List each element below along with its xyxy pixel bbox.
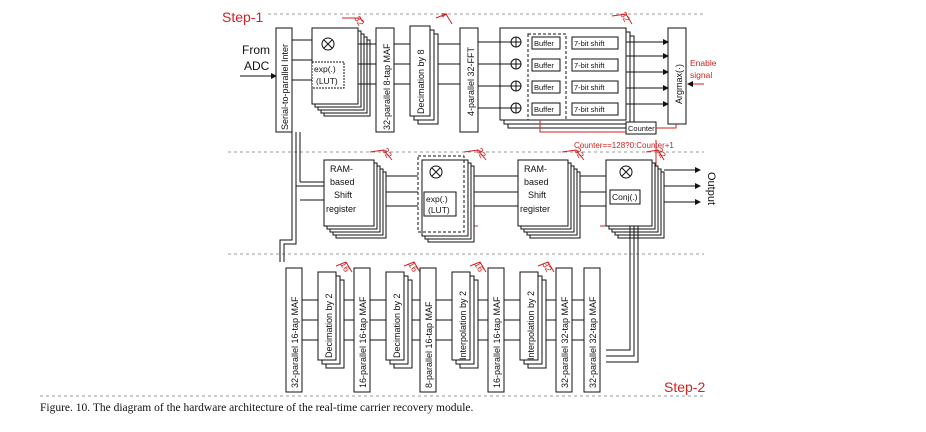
bottom-block-1 xyxy=(285,267,303,393)
decimation8-label: Decimation by 8 xyxy=(416,49,426,114)
buffer-row-1: Buffer 7-bit shift xyxy=(510,36,619,50)
bus-width-b1: 16 xyxy=(338,260,352,274)
shift-label-4: 7-bit shift xyxy=(574,105,605,114)
ram2-line2: based xyxy=(524,177,549,187)
output-arrows xyxy=(664,167,701,205)
bottom-label-9: 32-parallel 32-tap MAF xyxy=(560,296,570,388)
middle-bus-lines xyxy=(279,132,639,363)
exp-lut-mid-line1: exp(.) xyxy=(426,194,448,204)
bottom-block-7 xyxy=(487,267,505,393)
enable-signal-line1: Enable xyxy=(690,58,717,68)
bottom-bus-lines xyxy=(302,299,584,341)
buffer-row-2: Buffer 7-bit shift xyxy=(510,58,619,72)
ram2-line1: RAM- xyxy=(524,164,547,174)
fft-label: 4-parallel 32-FFT xyxy=(466,46,476,116)
step1-label: Step-1 xyxy=(222,9,263,25)
bottom-block-3 xyxy=(353,267,371,393)
ram1-line3: Shift xyxy=(334,190,353,200)
bottom-block-6 xyxy=(451,271,471,361)
step2-label: Step-2 xyxy=(664,379,705,395)
bus-width-mid-ram1: 32 xyxy=(380,146,394,160)
bottom-label-6: Interpolation by 2 xyxy=(458,291,468,360)
bottom-block-2 xyxy=(317,271,337,361)
bus-width-b3: 16 xyxy=(472,260,486,274)
bottom-block-5 xyxy=(419,267,437,393)
enable-signal-line2: signal xyxy=(690,70,712,80)
top-bus-lines xyxy=(292,39,669,186)
buffer-label-1: Buffer xyxy=(534,39,554,48)
bus-width-mid-exp: 32 xyxy=(474,146,488,160)
exp-lut-mid-stack: exp(.) (LUT) xyxy=(417,155,475,243)
bottom-label-8: Interpolation by 2 xyxy=(526,291,536,360)
exp-lut-top-stack: exp(.) (LUT) xyxy=(311,27,371,117)
buffer-label-3: Buffer xyxy=(534,83,554,92)
ram1-line1: RAM- xyxy=(330,164,353,174)
bottom-label-3: 16-parallel 16-tap MAF xyxy=(358,296,368,388)
bottom-label-10: 32-parallel 32-tap MAF xyxy=(588,296,598,388)
fft-block xyxy=(459,27,479,133)
buffer-row-4: Buffer 7-bit shift xyxy=(510,102,619,116)
exp-lut-top-line2: (LUT) xyxy=(316,76,338,86)
argmax-label: Argmax(·) xyxy=(674,64,684,104)
bottom-block-9 xyxy=(555,267,573,393)
buffer-label-2: Buffer xyxy=(534,61,554,70)
bottom-label-7: 16-parallel 16-tap MAF xyxy=(492,296,502,388)
ram-shift-register-2-stack: RAM- based Shift register xyxy=(517,159,581,239)
decimation8-stack: Decimation by 8 xyxy=(409,25,439,125)
buffer-row-3: Buffer 7-bit shift xyxy=(510,80,619,94)
bus-width-b4: 32 xyxy=(540,260,554,274)
bus-width-top-dec: 4 xyxy=(438,10,449,19)
bus-width-top-buf: 32 xyxy=(618,10,632,24)
shift-label-2: 7-bit shift xyxy=(574,61,605,70)
bus-width-mid-conj: 32 xyxy=(654,146,668,160)
ram2-line4: register xyxy=(520,204,550,214)
ram-shift-register-1-stack: RAM- based Shift register xyxy=(323,159,387,239)
conj-label: Conj(.) xyxy=(612,192,638,202)
ram2-line3: Shift xyxy=(528,190,547,200)
maf8-block xyxy=(375,27,395,133)
counter-label: Counter xyxy=(628,124,655,133)
maf8-label: 32-parallel 8-tap MAF xyxy=(382,43,392,130)
exp-lut-mid-line2: (LUT) xyxy=(428,205,450,215)
shift-label-3: 7-bit shift xyxy=(574,83,605,92)
figure-caption: Figure. 10. The diagram of the hardware … xyxy=(40,402,474,414)
bottom-block-10 xyxy=(583,267,601,393)
bottom-block-4 xyxy=(385,271,405,361)
argmax-block xyxy=(667,27,687,125)
bus-width-mid-ram2: 32 xyxy=(572,146,586,160)
input-from-label: From xyxy=(242,43,270,57)
counter-expression: Counter==128?0:Counter+1 xyxy=(574,141,674,150)
bus-width-top-exp: 32 xyxy=(352,14,366,28)
serial-to-parallel-label: Serial-to-parallel Inter xyxy=(280,44,290,130)
input-adc-label: ADC xyxy=(244,59,270,73)
shift-label-1: 7-bit shift xyxy=(574,39,605,48)
bottom-label-4: Decimation by 2 xyxy=(392,293,402,358)
ram1-line2: based xyxy=(330,177,355,187)
bottom-blocks: 32-parallel 16-tap MAF Decimation by 2 1… xyxy=(285,260,601,393)
output-label: Output xyxy=(705,172,717,205)
buffer-label-4: Buffer xyxy=(534,105,554,114)
ram1-line4: register xyxy=(326,204,356,214)
exp-lut-top-line1: exp(.) xyxy=(314,64,336,74)
conj-stack: Conj(.) xyxy=(605,159,665,239)
bottom-label-5: 8-parallel 16-tap MAF xyxy=(424,301,434,388)
bus-width-b2: 16 xyxy=(406,260,420,274)
bottom-block-8 xyxy=(519,271,539,361)
bottom-label-1: 32-parallel 16-tap MAF xyxy=(290,296,300,388)
bottom-label-2: Decimation by 2 xyxy=(324,293,334,358)
